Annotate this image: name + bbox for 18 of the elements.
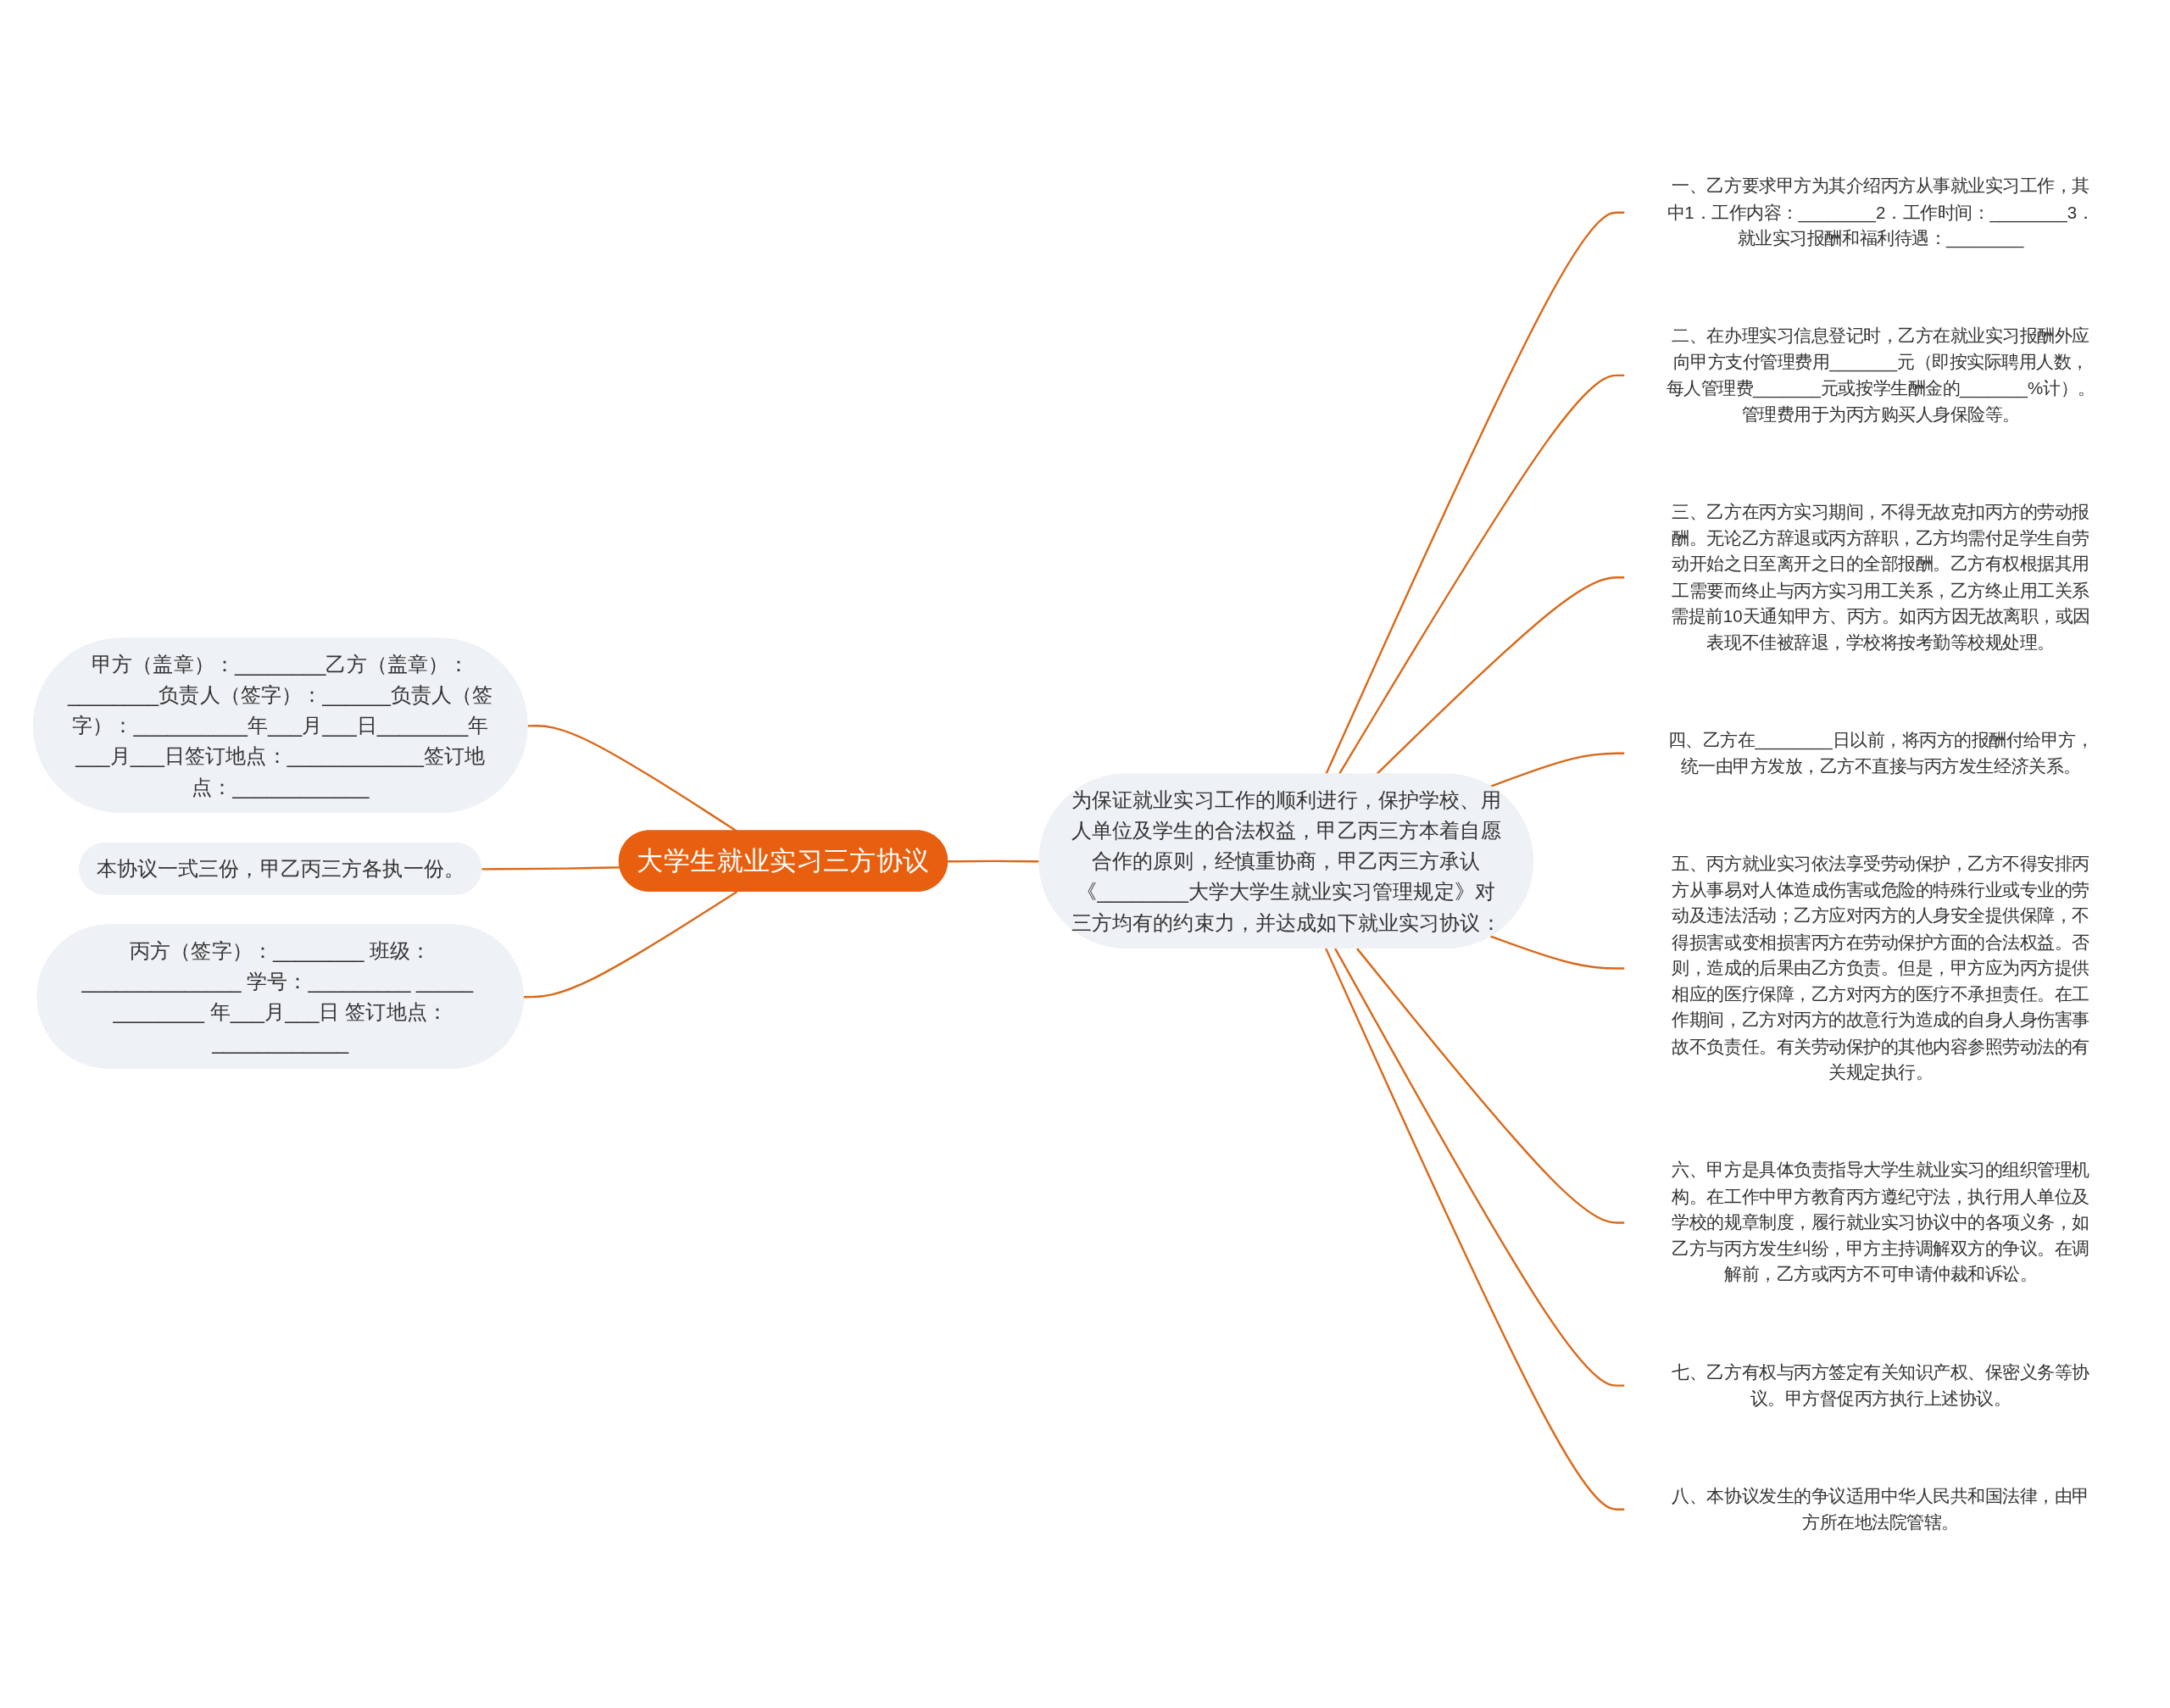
node-text: 七、乙方有权与丙方签定有关知识产权、保密义务等协议。甲方督促丙方执行上述协议。 (1672, 1361, 2089, 1408)
connector (1489, 752, 1625, 787)
connector (948, 860, 1040, 862)
connector (481, 865, 620, 871)
node-text: 五、丙方就业实习依法享受劳动保护，乙方不得安排丙方从事易对人体造成伤害或危险的特殊行业或专业的劳动及违法活动；乙方应对丙方的人身安全提供保障，不得损害或变相损害丙方在劳动保护方面的合法权益。否则，造成的后果由乙方负责。但是，甲方应为丙方提供相应的医疗保障，乙方对丙方的医疗不承担责任。在工作期间，乙方对丙方的故意行为造成的自身人身伤害事故不负责任。有关劳动保护的其他内容参照劳动法的有关规定执行。 (1672, 854, 2089, 1082)
node-text: 四、乙方在________日以前，将丙方的报酬付给甲方，统一由甲方发放，乙方不直接与丙方发生经济关系。 (1667, 730, 2094, 776)
node-text: 三、乙方在丙方实习期间，不得无故克扣丙方的劳动报酬。无论乙方辞退或丙方辞职，乙方均需付足学生自劳动开始之日至离开之日的全部报酬。乙方有权根据其用工需要而终止与丙方实习用工关系，乙方终止用工关系需提前10天通知甲方、丙方。如丙方因无故离职，或因表现不佳被辞退，学校将按考勤等校规处理。 (1671, 502, 2090, 652)
node-text: 一、乙方要求甲方为其介绍丙方从事就业实习工作，其中1．工作内容：________2．工作时间：________3．就业实习报酬和福利待遇：________ (1666, 175, 2095, 248)
connector (1325, 211, 1625, 775)
node-text: 八、本协议发生的争议适用中华人民共和国法律，由甲方所在地法院管辖。 (1672, 1486, 2089, 1532)
connector (1334, 947, 1625, 1387)
connector (1355, 947, 1625, 1224)
connector (1338, 374, 1625, 775)
node-text: 六、甲方是具体负责指导大学生就业实习的组织管理机构。在工作中甲方教育丙方遵纪守法，执行用人单位及学校的规章制度，履行就业实习协议中的各项义务，如乙方与丙方发生纠纷，甲方主持调解双方的争议。在调解前，乙方或丙方不可申请仲裁和诉讼。 (1672, 1160, 2089, 1284)
connector (1325, 947, 1625, 1510)
connector (523, 890, 738, 998)
connector (1490, 935, 1625, 970)
node-text: 二、在办理实习信息登记时，乙方在就业实习报酬外应向甲方支付管理费用_______元（即按实际聘用人数，每人管理费_______元或按学生酬金的_______%计）。管理费用于为丙方购买人身保险等。 (1666, 325, 2095, 424)
